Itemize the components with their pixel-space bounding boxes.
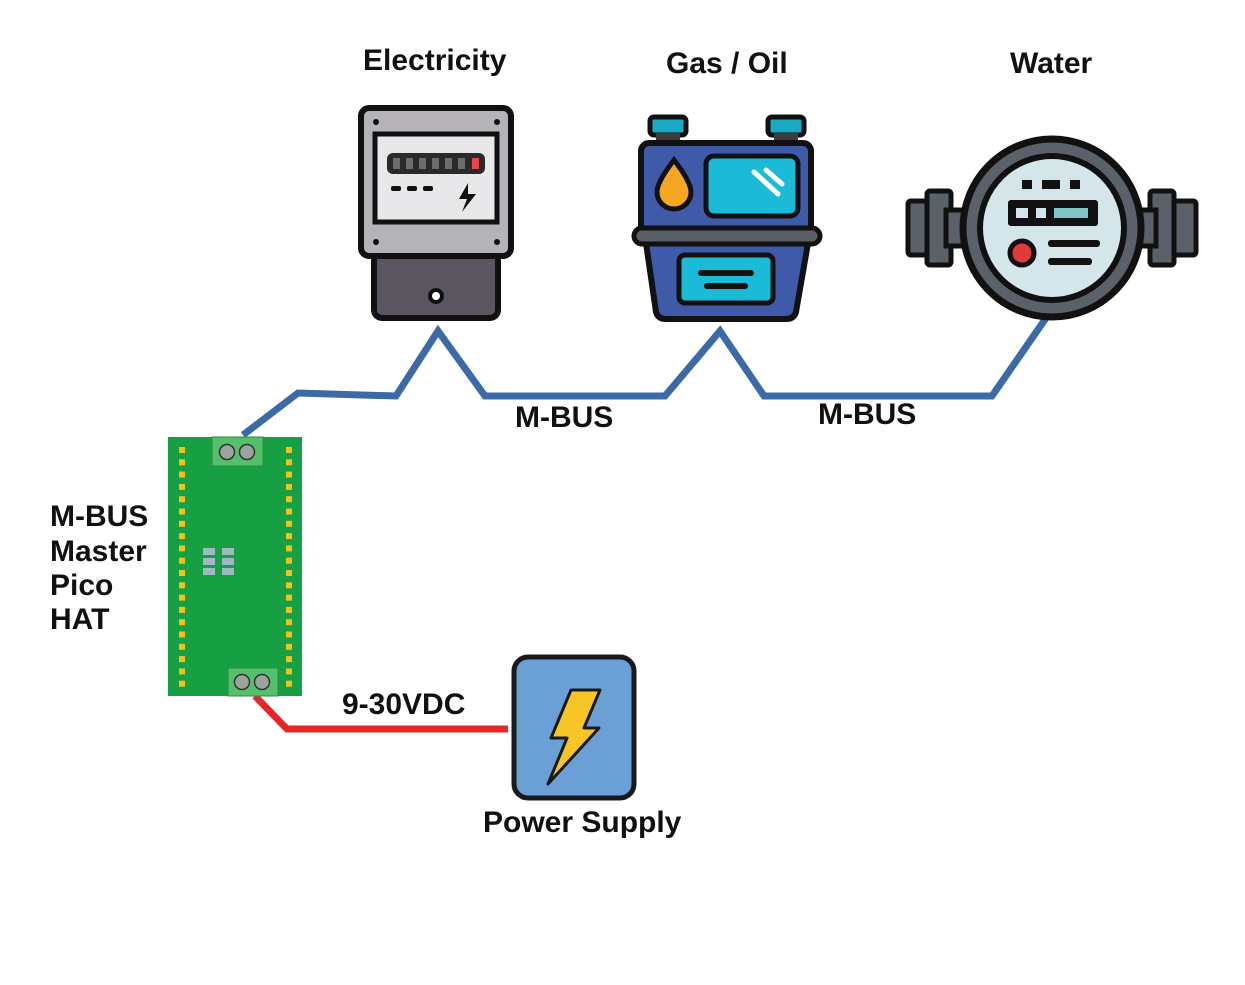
- header-pin: [179, 471, 185, 478]
- header-pin: [179, 508, 185, 515]
- header-pin: [179, 545, 185, 552]
- header-pin: [286, 606, 292, 613]
- header-pin: [179, 459, 185, 466]
- header-pin: [179, 619, 185, 626]
- header-pin: [286, 557, 292, 564]
- power-supply-label: Power Supply: [483, 806, 682, 839]
- header-pin: [179, 606, 185, 613]
- water-label: Water: [1010, 47, 1093, 80]
- header-pin: [179, 668, 185, 675]
- power-cable: [252, 693, 508, 733]
- header-pin: [179, 533, 185, 540]
- header-pin: [179, 594, 185, 601]
- header-pin: [286, 680, 292, 687]
- mbus-cable: [240, 316, 1049, 438]
- header-pin: [286, 668, 292, 675]
- header-pin: [179, 520, 185, 527]
- header-pin: [286, 619, 292, 626]
- voltage-label: 9-30VDC: [342, 688, 466, 721]
- master-label-line-2: Master: [50, 535, 147, 568]
- header-pin: [179, 447, 185, 453]
- header-pin: [286, 582, 292, 589]
- gas-oil-label: Gas / Oil: [666, 47, 788, 80]
- header-pin: [179, 643, 185, 650]
- header-pin: [286, 570, 292, 576]
- header-pin: [286, 533, 292, 540]
- mbus-label-1: M-BUS: [515, 401, 614, 434]
- master-label-line-4: HAT: [50, 603, 110, 636]
- electricity-meter-icon: [358, 105, 514, 321]
- header-pin: [286, 545, 292, 552]
- mbus-label-2: M-BUS: [818, 398, 917, 431]
- header-pin: [179, 656, 185, 663]
- header-pin: [179, 483, 185, 490]
- lightning-bolt-icon: [511, 654, 637, 801]
- master-label-line-3: Pico: [50, 569, 114, 602]
- header-pin: [286, 459, 292, 466]
- header-pin: [286, 496, 292, 503]
- header-pin: [286, 508, 292, 515]
- pico-board-icon: [168, 436, 302, 697]
- gas-meter-icon: [631, 114, 823, 322]
- header-pin: [286, 520, 292, 527]
- header-pin: [286, 471, 292, 478]
- header-pin: [286, 447, 292, 453]
- master-label-line-1: M-BUS: [50, 500, 149, 533]
- header-pin: [286, 656, 292, 663]
- header-pin: [286, 643, 292, 650]
- header-pin: [179, 680, 185, 687]
- header-pin: [286, 631, 292, 638]
- header-pin: [179, 557, 185, 564]
- header-pin: [286, 594, 292, 601]
- header-pin: [179, 496, 185, 503]
- electricity-label: Electricity: [363, 44, 507, 77]
- water-meter-icon: [905, 135, 1199, 321]
- header-pin: [179, 582, 185, 589]
- header-pin: [179, 570, 185, 576]
- header-pin: [286, 483, 292, 490]
- header-pin: [179, 631, 185, 638]
